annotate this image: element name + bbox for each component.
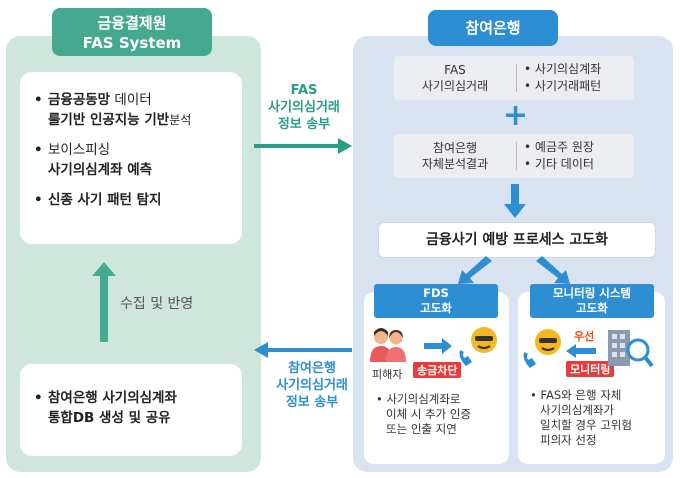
monitoring-title-line1: 모니터링 시스템: [552, 286, 632, 300]
bank-header: 참여은행: [428, 10, 558, 46]
bank-cell-line1: 참여은행: [432, 141, 478, 155]
fas-item-pattern: • 사기거래패턴: [524, 79, 602, 93]
monitoring-description: • FAS와 은행 자체 사기의심계좌가 일치할 경우 고위험 피의자 선정: [530, 388, 632, 448]
mon-desc-line2: 사기의심계좌가: [540, 403, 615, 417]
monitoring-box: [518, 292, 665, 464]
block-tag: 송금차단: [413, 362, 462, 378]
fas-item-account: • 사기의심계좌: [524, 62, 602, 76]
integrated-db-line2: 통합DB 생성 및 공유: [48, 410, 171, 426]
analysis-item-ai-line2-bold: 룰기반 인공지능 기반: [48, 112, 170, 128]
divider: [516, 64, 517, 92]
right-arrow-icon: [254, 138, 352, 154]
fas-header-title: 금융결제원: [97, 14, 167, 32]
bank-items: • 예금주 원장 • 기타 데이터: [524, 139, 594, 173]
analysis-item-new-pattern: 신종 사기 패턴 탐지: [34, 190, 242, 210]
analysis-item-ai: 금융공동망 데이터 룰기반 인공지능 기반분석: [34, 90, 242, 130]
fds-desc-line3: 또는 인출 지연: [386, 422, 457, 436]
victim-label: 피해자: [372, 368, 403, 381]
bank-data-cell: 참여은행 자체분석결과: [400, 140, 510, 172]
suspect-phone-icon: [523, 329, 561, 368]
fas-system-header: 금융결제원 FAS System: [52, 8, 212, 56]
integrated-db-box: 참여은행 사기의심계좌 통합DB 생성 및 공유: [20, 364, 242, 456]
fds-description: • 사기의심계좌로 이체 시 추가 인증 또는 인출 지연: [376, 392, 471, 437]
divider: [516, 142, 517, 170]
collect-label: 수집 및 반영: [120, 296, 194, 312]
to-fas-label: 참여은행 사기의심거래 정보 송부: [262, 360, 362, 411]
down-right-arrow-icon: [536, 256, 570, 284]
monitor-arrow-icon: [566, 344, 596, 358]
left-arrow-icon: [254, 342, 352, 358]
fas-data-row: FAS 사기의심거래 • 사기의심계좌 • 사기거래패턴: [394, 56, 634, 100]
to-bank-line2: 사기의심거래: [268, 100, 340, 115]
bank-item-other: • 기타 데이터: [524, 157, 594, 171]
fas-data-cell: FAS 사기의심거래: [400, 62, 510, 94]
integrated-db-item: 참여은행 사기의심계좌 통합DB 생성 및 공유: [34, 388, 242, 428]
process-title: 금융사기 예방 프로세스 고도화: [378, 222, 656, 258]
scammer-phone-icon: [459, 327, 497, 366]
fds-desc-line1: • 사기의심계좌로: [376, 392, 461, 406]
mon-desc-line3: 일치할 경우 고위험: [540, 418, 632, 432]
fds-box: [364, 292, 509, 464]
fds-title-line2: 고도화: [420, 301, 452, 315]
fas-cell-line2: 사기의심거래: [421, 79, 489, 93]
bank-cell-line2: 자체분석결과: [421, 157, 489, 171]
to-fas-line2: 사기의심거래: [276, 378, 348, 393]
fds-title-line1: FDS: [423, 286, 449, 300]
analysis-item-ai-bold: 금융공동망: [48, 92, 111, 108]
fds-desc-line2: 이체 시 추가 인증: [386, 407, 472, 421]
fas-items: • 사기의심계좌 • 사기거래패턴: [524, 61, 601, 95]
new-pattern-label: 신종 사기 패턴 탐지: [48, 192, 162, 208]
fas-cell-line1: FAS: [444, 63, 466, 77]
analysis-item-voicephishing: 보이스피싱 사기의심계좌 예측: [34, 140, 242, 180]
fas-analysis-box: 금융공동망 데이터 룰기반 인공지능 기반분석 보이스피싱 사기의심계좌 예측 …: [20, 72, 242, 244]
priority-tag: 우선: [574, 330, 595, 343]
voicephishing-predict: 사기의심계좌 예측: [48, 162, 153, 178]
monitoring-title: 모니터링 시스템 고도화: [530, 284, 654, 318]
to-fas-line3: 정보 송부: [285, 395, 339, 410]
voicephishing-label: 보이스피싱: [48, 142, 111, 158]
down-left-arrow-icon: [458, 256, 492, 284]
to-fas-line1: 참여은행: [288, 361, 336, 376]
collect-up-arrow-icon: [92, 262, 116, 342]
monitoring-tag: 모니터링: [566, 361, 615, 377]
bank-building-magnifier-icon: [608, 330, 654, 368]
to-bank-label: FAS 사기의심거래 정보 송부: [254, 82, 354, 133]
fas-header-subtitle: FAS System: [82, 34, 182, 52]
mon-desc-line4: 피의자 선정: [540, 433, 597, 447]
to-bank-line3: 정보 송부: [277, 117, 331, 132]
analysis-item-ai-rest: 데이터: [110, 92, 152, 108]
bank-item-ledger: • 예금주 원장: [524, 140, 594, 154]
down-arrow-icon: [504, 184, 526, 218]
block-arrow-icon: [424, 338, 452, 354]
plus-icon: +: [503, 98, 529, 133]
analysis-item-ai-line2-rest: 분석: [169, 113, 192, 127]
bank-data-row: 참여은행 자체분석결과 • 예금주 원장 • 기타 데이터: [394, 134, 634, 178]
to-bank-line1: FAS: [290, 83, 318, 98]
mon-desc-line1: • FAS와 은행 자체: [530, 388, 622, 402]
integrated-db-line1: 참여은행 사기의심계좌: [48, 390, 177, 406]
victim-people-icon: [370, 328, 406, 362]
fds-title: FDS 고도화: [374, 284, 498, 318]
monitoring-title-line2: 고도화: [576, 301, 608, 315]
